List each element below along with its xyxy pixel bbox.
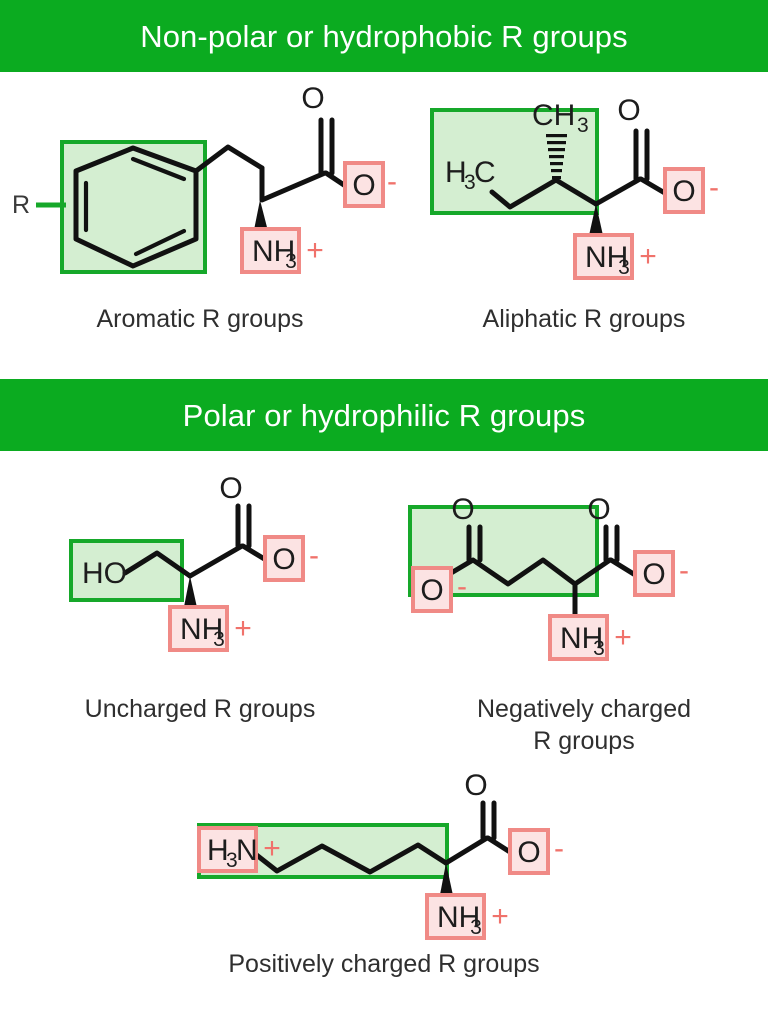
structure-negative: O - O O O - NH 3 +	[395, 480, 768, 680]
banner-nonpolar: Non-polar or hydrophobic R groups	[0, 0, 768, 72]
amino-subscript-negative: 3	[593, 637, 605, 660]
amino-group-label-uncharged: NH	[180, 613, 223, 646]
side-amino-charge-positive: +	[263, 832, 281, 865]
carboxylate-charge-aromatic: -	[387, 165, 397, 198]
stereo-wedge-positive	[439, 863, 454, 900]
stereo-wedge-uncharged	[183, 576, 198, 612]
amino-subscript-aliphatic: 3	[618, 256, 630, 279]
side-amino-tail-positive: N	[236, 834, 258, 867]
amino-box-negative	[548, 614, 609, 661]
carbonyl-oxygen-label-aliphatic: O	[617, 94, 640, 127]
amino-group-label-negative: NH	[560, 622, 603, 655]
structure-aliphatic: CH 3 H 3 C O O - NH 3 +	[400, 80, 768, 295]
banner-polar: Polar or hydrophilic R groups	[0, 379, 768, 451]
stereo-wedge-aliphatic	[588, 204, 604, 240]
carboxylate-box-negative	[633, 550, 675, 597]
backbone-bond-uncharged	[187, 543, 245, 579]
methyl-left-tail-aliphatic: C	[474, 156, 496, 189]
stereo-hash-wedge-aliphatic	[546, 134, 567, 180]
backbone-bond-aromatic	[259, 165, 328, 203]
amino-group-label-positive: NH	[437, 901, 480, 934]
carboxylate-box-uncharged	[263, 535, 305, 582]
amino-subscript-positive: 3	[470, 916, 482, 939]
stereo-wedge-aromatic	[253, 200, 269, 235]
side-carbonyl-oxygen-label-negative: O	[451, 493, 474, 526]
r-group-highlight-box-aliphatic	[430, 108, 599, 215]
amino-group-label-aliphatic: NH	[585, 241, 628, 274]
caption-positive: Positively charged R groups	[228, 950, 540, 978]
carboxylate-oxygen-label-positive: O	[517, 836, 540, 869]
caption-uncharged: Uncharged R groups	[84, 695, 316, 723]
amino-charge-negative: +	[614, 621, 632, 654]
amino-subscript-aromatic: 3	[285, 250, 297, 273]
amino-charge-aromatic: +	[306, 234, 324, 267]
amino-charge-uncharged: +	[234, 612, 252, 645]
amino-charge-positive: +	[491, 900, 509, 933]
side-carboxylate-oxygen-label-negative: O	[420, 574, 443, 607]
backbone-bond-negative	[572, 557, 613, 587]
backbone-bond-aliphatic	[593, 176, 643, 207]
amino-group-label-aromatic: NH	[252, 235, 295, 268]
carbonyl-oxygen-label-uncharged: O	[219, 472, 242, 505]
carboxylate-box-positive	[508, 828, 550, 875]
carboxylate-charge-positive: -	[554, 832, 564, 865]
banner-polar-text: Polar or hydrophilic R groups	[182, 397, 586, 433]
benzene-double-bond-2	[130, 156, 187, 182]
side-chain-bond-positive	[251, 842, 449, 875]
carboxylate-charge-negative: -	[679, 554, 689, 587]
structure-uncharged: HO O O - NH 3 +	[0, 472, 400, 680]
carboxylate-box-aliphatic	[663, 167, 705, 214]
carbonyl-oxygen-label-negative: O	[587, 493, 610, 526]
side-amino-box-positive	[197, 826, 258, 873]
benzene-double-bond-3	[133, 228, 187, 257]
side-carboxylate-charge-negative: -	[457, 570, 467, 603]
carboxylate-oxygen-label-aliphatic: O	[672, 175, 695, 208]
side-carboxylate-box-negative	[411, 566, 453, 613]
side-amino-label-positive: H	[207, 834, 229, 867]
hydroxyl-label-uncharged: HO	[82, 557, 127, 590]
r-label-aromatic: R	[12, 191, 30, 219]
amino-subscript-uncharged: 3	[213, 628, 225, 651]
methyl-left-label-aliphatic: H	[445, 156, 467, 189]
amino-box-aromatic	[240, 227, 301, 274]
side-amino-subscript-positive: 3	[226, 849, 238, 872]
carboxylate-charge-uncharged: -	[309, 539, 319, 572]
side-chain-bond-uncharged	[122, 550, 193, 579]
amino-box-uncharged	[168, 605, 229, 652]
carboxylate-oxygen-label-aromatic: O	[352, 169, 375, 202]
carboxylate-box-aromatic	[343, 161, 385, 208]
carboxylate-oxygen-label-uncharged: O	[272, 543, 295, 576]
side-chain-bond-aliphatic	[489, 177, 599, 210]
r-group-highlight-box-aromatic	[60, 140, 207, 274]
amino-box-aliphatic	[573, 233, 634, 280]
methyl-top-label-aliphatic: CH	[532, 99, 575, 132]
methyl-left-subscript-aliphatic: 3	[464, 171, 476, 194]
methyl-top-subscript-aliphatic: 3	[577, 114, 589, 137]
side-chain-bond-negative	[438, 557, 578, 587]
carbonyl-oxygen-label-positive: O	[464, 769, 487, 802]
carbonyl-oxygen-label-aromatic: O	[301, 82, 324, 115]
amino-charge-aliphatic: +	[639, 240, 657, 273]
backbone-bond-positive	[443, 835, 490, 866]
caption-aromatic: Aromatic R groups	[96, 305, 304, 333]
banner-nonpolar-text: Non-polar or hydrophobic R groups	[140, 18, 628, 54]
carboxylate-oxygen-label-negative: O	[642, 558, 665, 591]
amino-box-positive	[425, 893, 486, 940]
caption-aliphatic: Aliphatic R groups	[482, 305, 686, 333]
caption-negative: Negatively charged R groups	[476, 695, 691, 755]
side-chain-bond-aromatic	[193, 144, 265, 174]
structure-aromatic: O O - NH 3 + R	[0, 80, 400, 295]
carboxylate-charge-aliphatic: -	[709, 171, 719, 204]
structure-positive: H 3 N + O O - NH 3 +	[180, 769, 590, 950]
